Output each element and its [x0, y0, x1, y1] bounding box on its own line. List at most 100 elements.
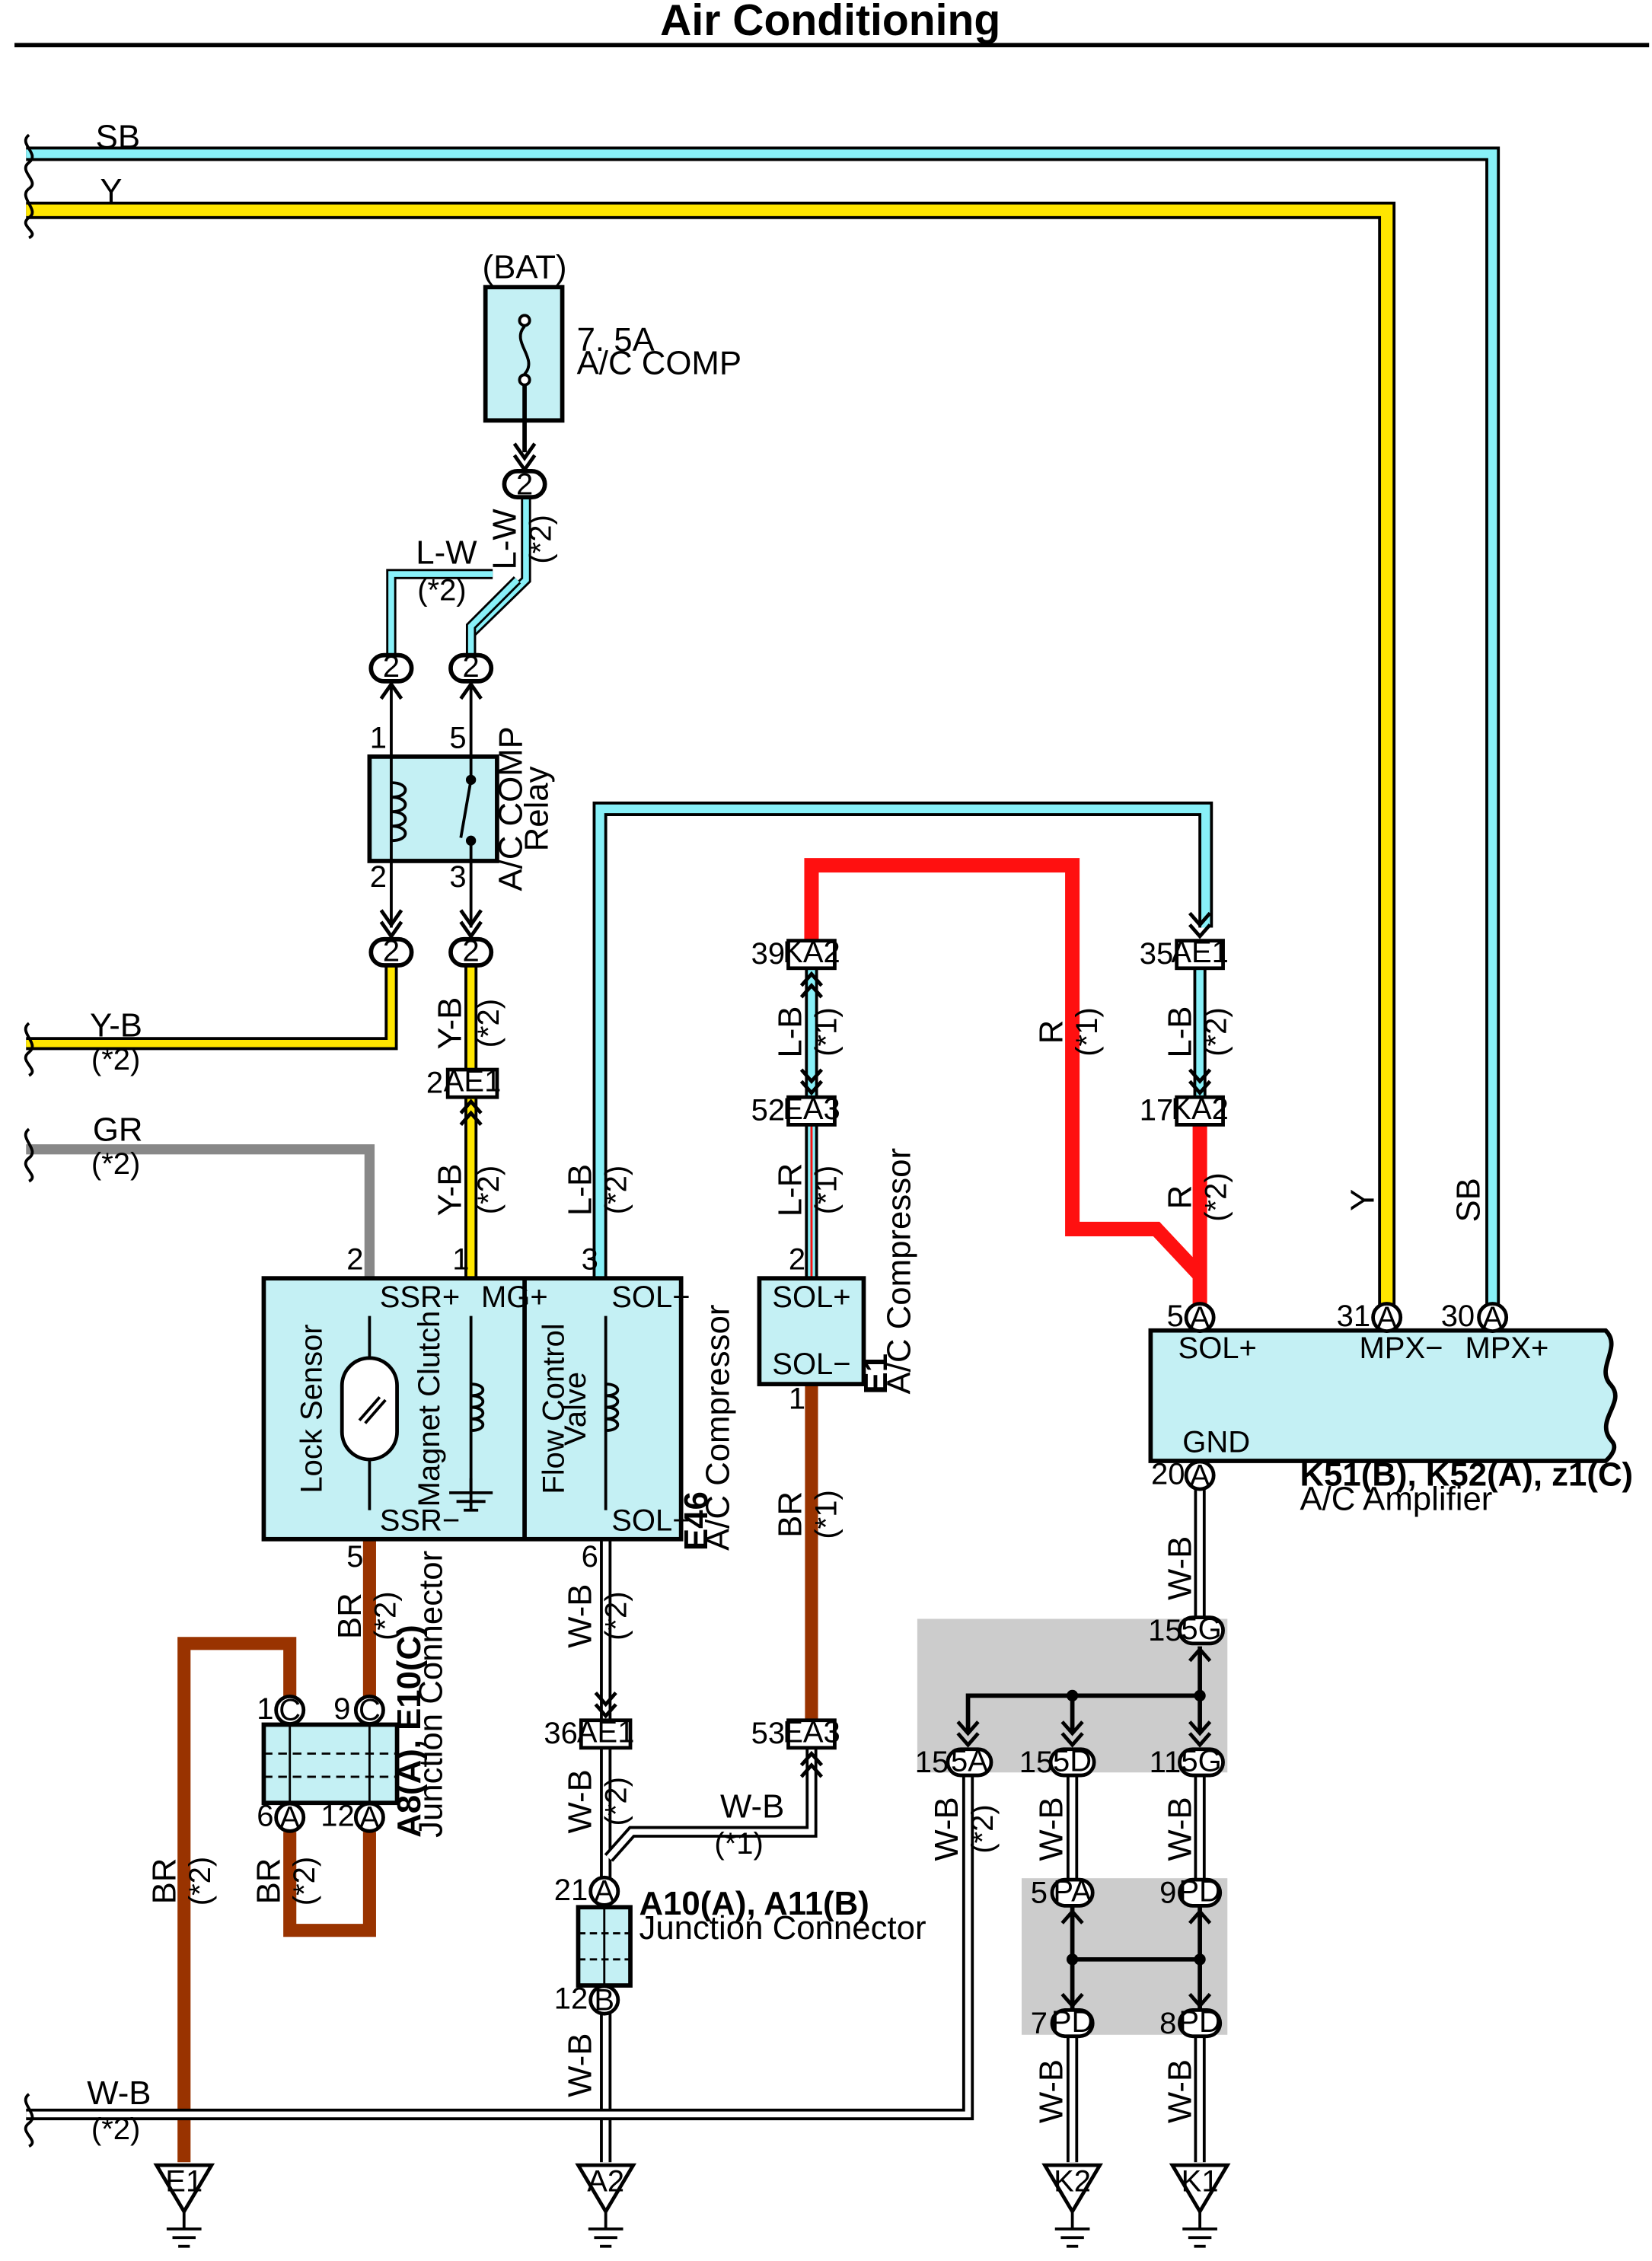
wire-wb-splice: [1066, 1776, 1206, 2163]
label-yb-mg: Y-B: [431, 1164, 468, 1217]
pin-pa-5: 5: [1031, 1877, 1048, 1910]
label-br-loop: BR: [250, 1858, 287, 1905]
e46-pin-2: 2: [346, 1243, 363, 1277]
label-lw-v: L-W: [486, 509, 524, 570]
e46-fcv-line2: Valve: [559, 1372, 592, 1446]
label-r-amp: R: [1162, 1185, 1199, 1210]
fuse-icon: [518, 314, 531, 453]
pin-ae1-2: 2: [426, 1067, 443, 1100]
amp-pin-31: 31: [1337, 1300, 1370, 1333]
note-br-ssr: (*2): [369, 1591, 403, 1640]
connector-5a-15: 5A: [946, 1720, 993, 1778]
amp-term-sol-plus: SOL+: [1178, 1331, 1257, 1365]
connector-5g-11: 5G: [1178, 1720, 1225, 1778]
pin-5g-11: 11: [1150, 1746, 1182, 1779]
label-r: R: [1032, 1020, 1070, 1044]
pin-5g-15: 15: [1148, 1614, 1182, 1647]
wire-r-long: [804, 858, 1206, 1280]
label-sb: SB: [96, 118, 140, 155]
relay-pin-1: 1: [370, 721, 387, 754]
label-y-amp: Y: [1344, 1189, 1382, 1211]
note-wb-ae1: (*2): [599, 1777, 633, 1826]
amp-pin-a-5: A: [1184, 1301, 1216, 1335]
e1-name: A/C Compressor: [880, 1148, 917, 1394]
note-r-amp: (*2): [1199, 1172, 1233, 1221]
note-gr: (*2): [91, 1147, 140, 1181]
svg-text:PD: PD: [1178, 2005, 1221, 2039]
e1-term-sol-plus: SOL+: [772, 1280, 850, 1314]
svg-text:PD: PD: [1051, 2005, 1094, 2039]
connector-ae1-35: AE1: [1171, 911, 1229, 971]
note-wb-ea3: (*1): [714, 1827, 763, 1861]
connector-ea3-53: EA3: [783, 1715, 840, 1778]
svg-text:A: A: [1482, 1301, 1503, 1335]
svg-text:E1: E1: [165, 2164, 203, 2198]
ground-a2: A2: [575, 2163, 637, 2248]
relay-pin-3: 3: [449, 860, 466, 894]
label-y: Y: [100, 172, 122, 209]
wire-yb-left: [26, 965, 398, 1051]
magnet-clutch-coil-icon: [449, 1382, 493, 1512]
e46-pin-1: 1: [452, 1243, 469, 1277]
wire-wb-left: [26, 1776, 974, 2121]
jc-a8-pin-c-9: C: [353, 1694, 385, 1727]
lock-sensor-icon: [340, 1356, 399, 1462]
jc-a8-pin-a-6: A: [274, 1801, 306, 1835]
svg-text:EA3: EA3: [783, 1715, 840, 1749]
svg-text:EA3: EA3: [783, 1092, 840, 1126]
jc-a10-pin-12: 12: [554, 1982, 588, 2016]
label-wb-5a: W-B: [928, 1797, 965, 1861]
relay-name: A/C COMP: [492, 726, 529, 891]
e46-magnet-clutch: Magnet Clutch: [413, 1311, 446, 1507]
svg-text:AE1: AE1: [577, 1715, 635, 1749]
amp-code: K51(B), K52(A), z1(C): [1300, 1456, 1633, 1493]
jc-a10-pin-a-21: A: [588, 1875, 620, 1909]
flow-control-valve-coil-icon: [605, 1382, 620, 1432]
svg-text:C: C: [359, 1694, 381, 1727]
label-wb-gnd: W-B: [1162, 1536, 1199, 1600]
svg-text:2: 2: [516, 467, 533, 501]
note-wb-left: (*2): [91, 2113, 140, 2146]
label-wb-sol: W-B: [562, 1584, 599, 1648]
svg-text:5G: 5G: [1181, 1744, 1221, 1778]
svg-text:C: C: [279, 1694, 301, 1727]
note-yb-mg: (*2): [472, 1166, 505, 1214]
svg-text:B: B: [594, 1983, 614, 2017]
jc-a8-pin-1: 1: [257, 1692, 273, 1726]
svg-text:K2: K2: [1054, 2164, 1091, 2198]
connector-ae1-36: AE1: [577, 1691, 635, 1750]
relay-pin-2: 2: [370, 860, 387, 894]
jc-a8-pin-6: 6: [257, 1800, 273, 1833]
e1-compressor: [757, 1276, 866, 1386]
amp-term-gnd: GND: [1182, 1426, 1250, 1459]
connector-2-relay-2: 2: [368, 909, 414, 968]
svg-text:A: A: [1190, 1301, 1210, 1335]
e46-fcv-line1: Flow Control: [537, 1323, 570, 1494]
note-wb-sol: (*2): [599, 1591, 633, 1640]
page-title: Air Conditioning: [660, 0, 1000, 45]
amp-term-mpx-plus: MPX+: [1465, 1331, 1548, 1365]
wire-y: [26, 201, 1396, 1319]
svg-text:AE1: AE1: [1171, 936, 1229, 969]
jc-a10-code: A10(A), A11(B): [639, 1885, 869, 1922]
e1-pin-2: 2: [789, 1243, 805, 1277]
svg-text:A: A: [594, 1875, 614, 1909]
pin-pd-9: 9: [1159, 1877, 1176, 1910]
label-br-ground: BR: [145, 1858, 183, 1905]
jc-a8-pin-9: 9: [333, 1692, 350, 1726]
svg-text:5A: 5A: [951, 1744, 988, 1778]
note-yb-left: (*2): [91, 1043, 140, 1076]
ground-k2: K2: [1041, 2163, 1103, 2248]
svg-text:PD: PD: [1178, 1875, 1221, 1909]
label-wb-a2: W-B: [562, 2033, 599, 2097]
fuse-box: [483, 285, 565, 423]
amp-name: A/C Amplifier: [1300, 1481, 1492, 1518]
amp-pin-30: 30: [1441, 1300, 1475, 1333]
e46-term-sol-plus: SOL+: [611, 1280, 690, 1314]
svg-text:KA2: KA2: [1171, 1092, 1229, 1126]
svg-text:2: 2: [463, 934, 480, 968]
label-lb-ka2: L-B: [772, 1006, 809, 1058]
amp-pin-a-20: A: [1184, 1459, 1216, 1492]
pin-ka2-39: 39: [751, 937, 785, 971]
